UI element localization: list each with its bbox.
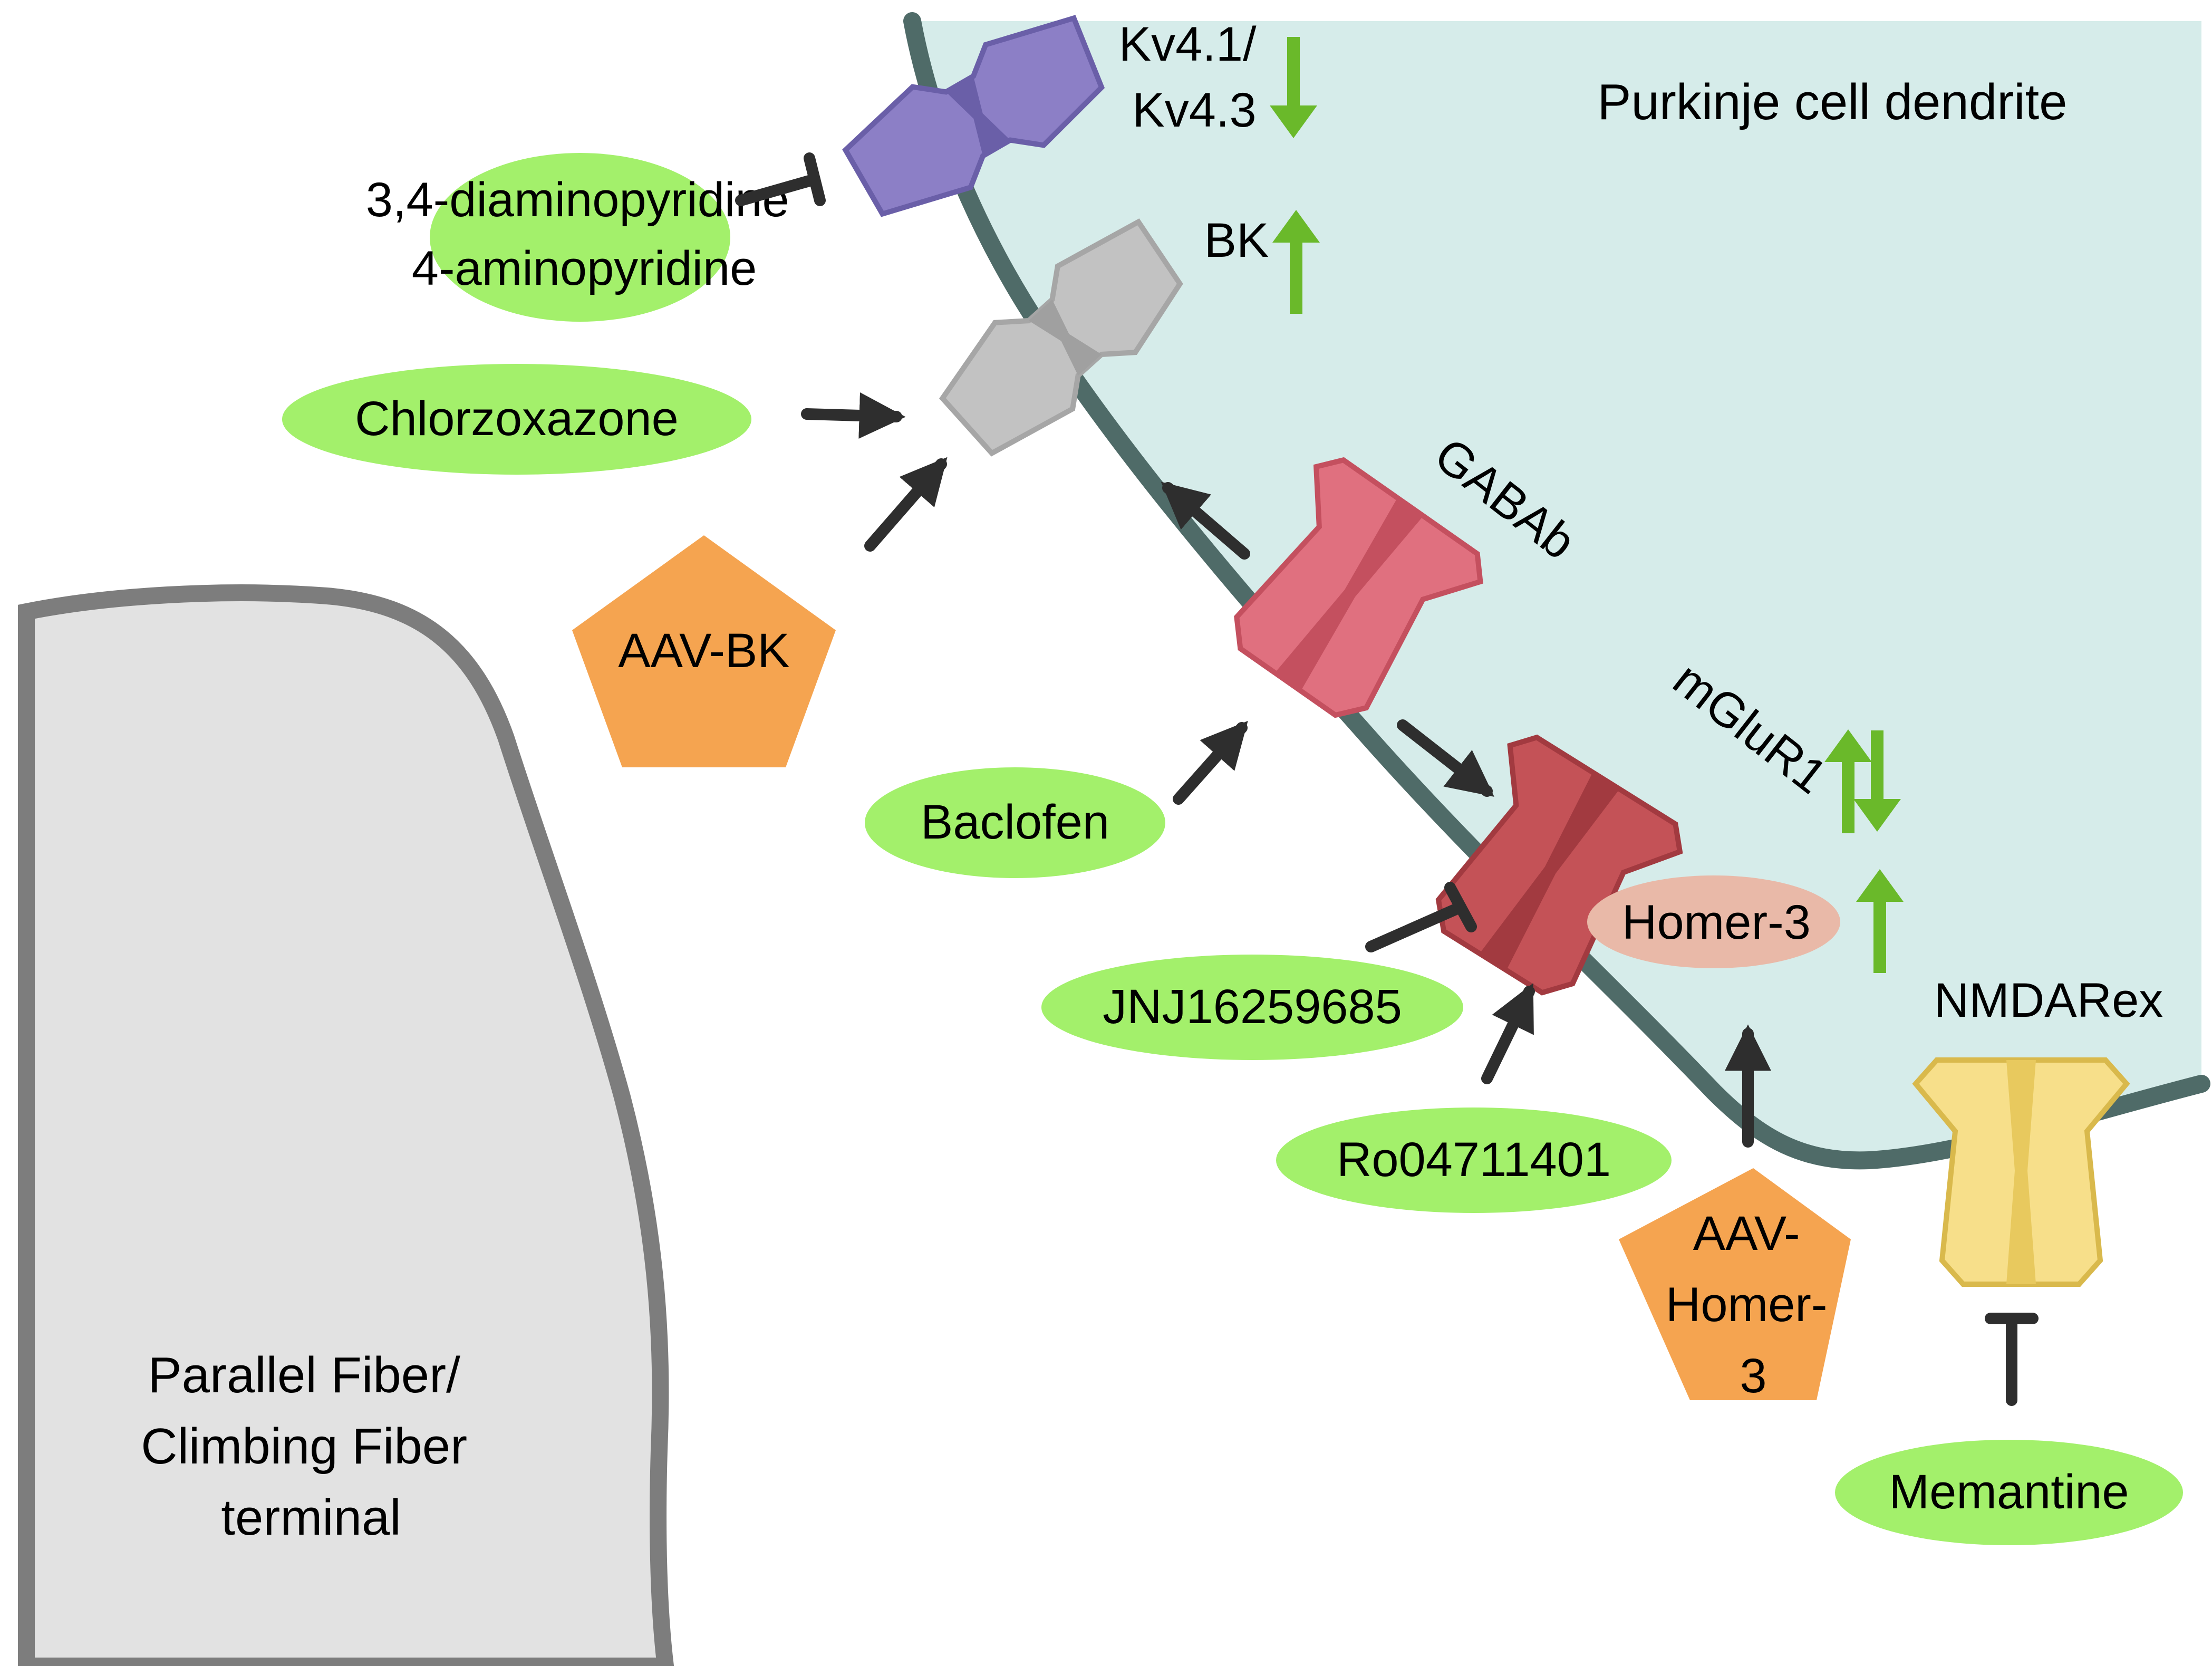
gene-aav-homer3-line-1: AAV- <box>1693 1207 1800 1260</box>
terminal-label-line-3: terminal <box>221 1489 401 1546</box>
drug-diaminopyridine: 3,4-diaminopyridine 4-aminopyridine <box>366 153 803 322</box>
svg-text:AAV- Homer- 3: AAV- Homer- 3 <box>1666 1207 1841 1403</box>
drug-baclofen: Baclofen <box>865 767 1165 878</box>
drug-diaminopyridine-line-1: 3,4-diaminopyridine <box>366 173 789 227</box>
drug-chlorzoxazone-label: Chlorzoxazone <box>355 392 679 446</box>
gene-aav-bk-label: AAV-BK <box>618 624 790 678</box>
mglur1-up-arrow-icon <box>1824 729 1872 833</box>
terminal-label-line-2: Climbing Fiber <box>141 1418 467 1475</box>
drug-diaminopyridine-line-2: 4-aminopyridine <box>412 242 757 295</box>
inhibition-arrows <box>735 152 2039 1406</box>
arrow-chlorzoxazone-to-bk <box>801 392 906 439</box>
activation-arrows <box>801 392 1771 1148</box>
gabab-receptor-icon <box>1234 457 1483 718</box>
mglur1-receptor-icon <box>1435 734 1683 996</box>
terminal-label: Parallel Fiber/ Climbing Fiber terminal <box>141 1347 481 1546</box>
gene-aav-homer3: AAV- Homer- 3 <box>1619 1168 1851 1403</box>
gene-aav-bk: AAV-BK <box>572 535 836 767</box>
bk-channel-icon <box>939 218 1183 457</box>
arrow-gabab-to-mglur1 <box>1397 719 1494 797</box>
drug-baclofen-label: Baclofen <box>921 795 1109 849</box>
homer3-scaffold <box>1587 875 1840 968</box>
nmda-receptor-icon <box>1912 1057 2130 1287</box>
inhibit-jnj-to-mglur1 <box>1365 882 1477 952</box>
drug-memantine-label: Memantine <box>1889 1465 2129 1519</box>
dendrite-label: Purkinje cell dendrite <box>1597 74 2067 130</box>
drug-ro-label: Ro04711401 <box>1337 1133 1611 1187</box>
drug-jnj: JNJ16259685 <box>1041 955 1463 1060</box>
kv-label-line-2: Kv4.3 <box>1132 83 1256 137</box>
dendrite-membrane <box>903 12 2210 1170</box>
nmda-label: NMDARex <box>1934 974 2163 1027</box>
drug-chlorzoxazone: Chlorzoxazone <box>282 364 751 475</box>
arrow-baclofen-to-gabab <box>1173 720 1248 805</box>
mglur1-down-arrow-icon <box>1853 730 1901 832</box>
bk-up-arrow-icon <box>1272 210 1320 314</box>
inhibit-diaminopyridine-to-kv <box>735 152 826 206</box>
bk-label: BK <box>1204 214 1269 267</box>
fiber-terminal <box>18 584 674 1666</box>
arrow-ro-to-mglur1 <box>1481 983 1535 1084</box>
arrow-gabab-to-bk <box>1161 481 1250 560</box>
gene-aav-homer3-line-3: 3 <box>1740 1349 1766 1403</box>
arrow-aav-bk-to-bk <box>864 457 948 552</box>
svg-text:3,4-diaminopyridine 4-am: 3,4-diaminopyridine 4-aminopyridine <box>366 173 803 295</box>
kv-label: Kv4.1/ Kv4.3 <box>1119 17 1270 137</box>
homer3-label: Homer-3 <box>1622 895 1811 949</box>
terminal-label-line-1: Parallel Fiber/ <box>148 1347 461 1403</box>
drug-ro: Ro04711401 <box>1276 1108 1672 1213</box>
drug-jnj-label: JNJ16259685 <box>1103 980 1402 1034</box>
kv-label-line-1: Kv4.1/ <box>1119 17 1257 71</box>
kv-down-arrow-icon <box>1270 37 1317 138</box>
homer3-up-arrow-icon <box>1856 869 1904 973</box>
drug-memantine: Memantine <box>1835 1440 2183 1545</box>
gene-aav-homer3-line-2: Homer- <box>1666 1278 1828 1332</box>
inhibit-memantine-to-nmda <box>1985 1313 2039 1406</box>
kv-channel-icon <box>842 15 1105 217</box>
